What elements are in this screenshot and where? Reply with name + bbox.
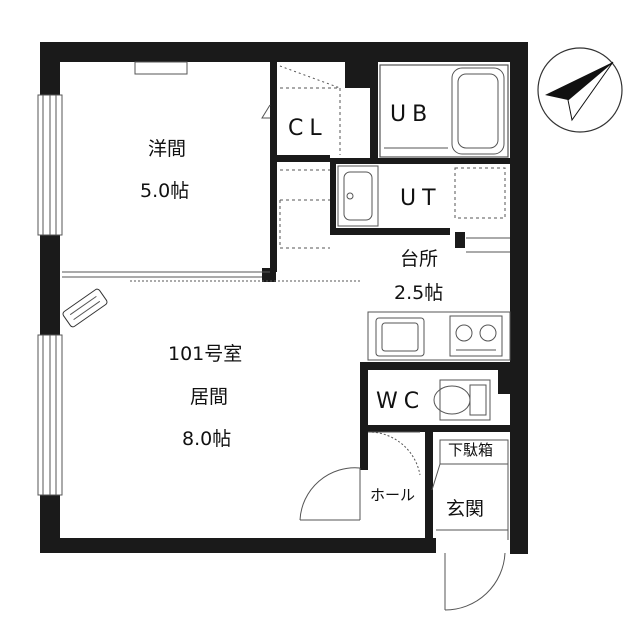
utility-label: UT	[400, 186, 442, 211]
windows	[37, 61, 188, 496]
hall-label: ホール	[370, 486, 416, 504]
western-room-size: 5.0帖	[140, 180, 190, 202]
kitchen-name: 台所	[400, 248, 439, 270]
interior-walls	[262, 62, 510, 552]
north-arrow-icon	[537, 47, 623, 133]
shoe-box-label: 下駄箱	[448, 441, 494, 459]
outer-walls	[40, 42, 528, 554]
living-room-name: 居間	[190, 386, 229, 408]
entrance-label: 玄関	[446, 498, 485, 520]
unit-number: 101号室	[168, 343, 243, 365]
closet-label: CL	[288, 116, 328, 141]
western-room-name: 洋間	[148, 138, 187, 160]
unit-bath-label: UB	[390, 102, 434, 127]
kitchen-size: 2.5帖	[394, 282, 444, 304]
living-room-size: 8.0帖	[182, 428, 232, 450]
fixtures	[62, 64, 511, 611]
toilet-label: WC	[376, 389, 426, 414]
